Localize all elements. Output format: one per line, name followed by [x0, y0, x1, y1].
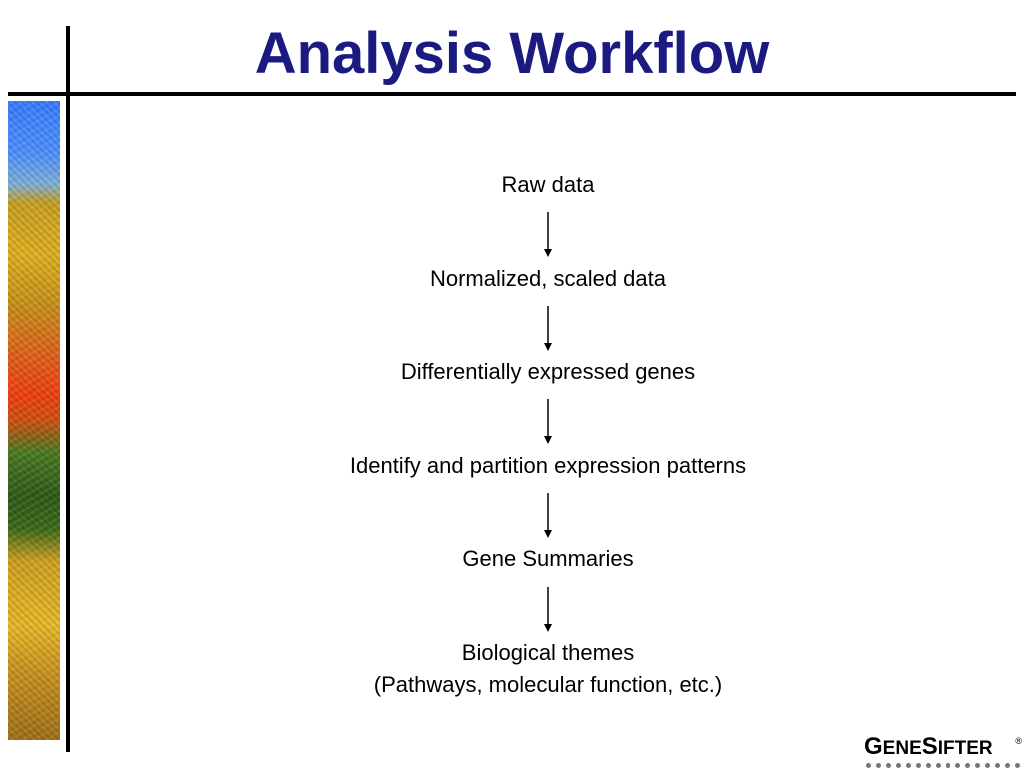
registered-mark: ® — [1015, 736, 1022, 746]
down-arrow-icon — [544, 399, 552, 444]
workflow-step-biological-themes: Biological themes — [461, 640, 635, 665]
down-arrow-icon — [544, 493, 552, 538]
autumn-foliage-image — [8, 101, 60, 740]
workflow-step-gene-summaries: Gene Summaries — [462, 546, 634, 571]
logo-wordmark: GENESIFTER — [864, 733, 993, 760]
down-arrow-icon — [544, 306, 552, 351]
down-arrow-icon — [544, 212, 552, 257]
slide-title: Analysis Workflow — [254, 21, 770, 86]
workflow-step-patterns: Identify and partition expression patter… — [349, 453, 747, 478]
down-arrow-icon — [544, 587, 552, 632]
workflow-step-normalized: Normalized, scaled data — [429, 266, 666, 291]
workflow-step-differential: Differentially expressed genes — [400, 359, 696, 384]
workflow-step-biological-themes-detail: (Pathways, molecular function, etc.) — [373, 672, 723, 697]
vertical-rule — [66, 26, 70, 752]
horizontal-rule — [8, 92, 1016, 96]
genesifter-logo: GENESIFTER ® — [864, 733, 1022, 768]
logo-dots — [864, 763, 1020, 768]
workflow-step-raw-data: Raw data — [501, 172, 595, 197]
